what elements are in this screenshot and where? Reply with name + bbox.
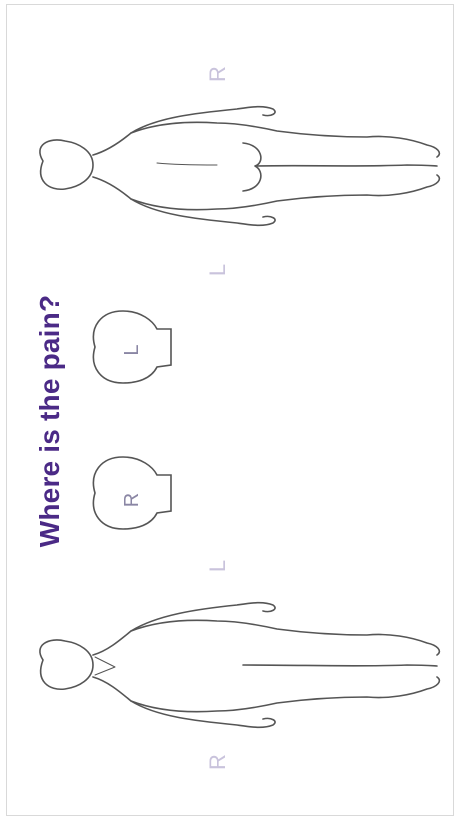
back-bottom-label: L (203, 255, 233, 285)
front-leg-gap (243, 665, 437, 666)
diagram-frame: Where is the pain? R L (6, 4, 454, 816)
front-neck (95, 657, 115, 675)
front-bottom-label: R (203, 747, 233, 777)
front-head (40, 640, 93, 689)
front-body-figure[interactable] (7, 5, 455, 817)
front-arm-bottom (131, 701, 275, 727)
front-torso-bottom (93, 677, 439, 712)
front-top-label: L (203, 551, 233, 581)
front-arm-top (131, 603, 275, 631)
back-top-label: R (203, 59, 233, 89)
front-torso-top (93, 620, 439, 655)
